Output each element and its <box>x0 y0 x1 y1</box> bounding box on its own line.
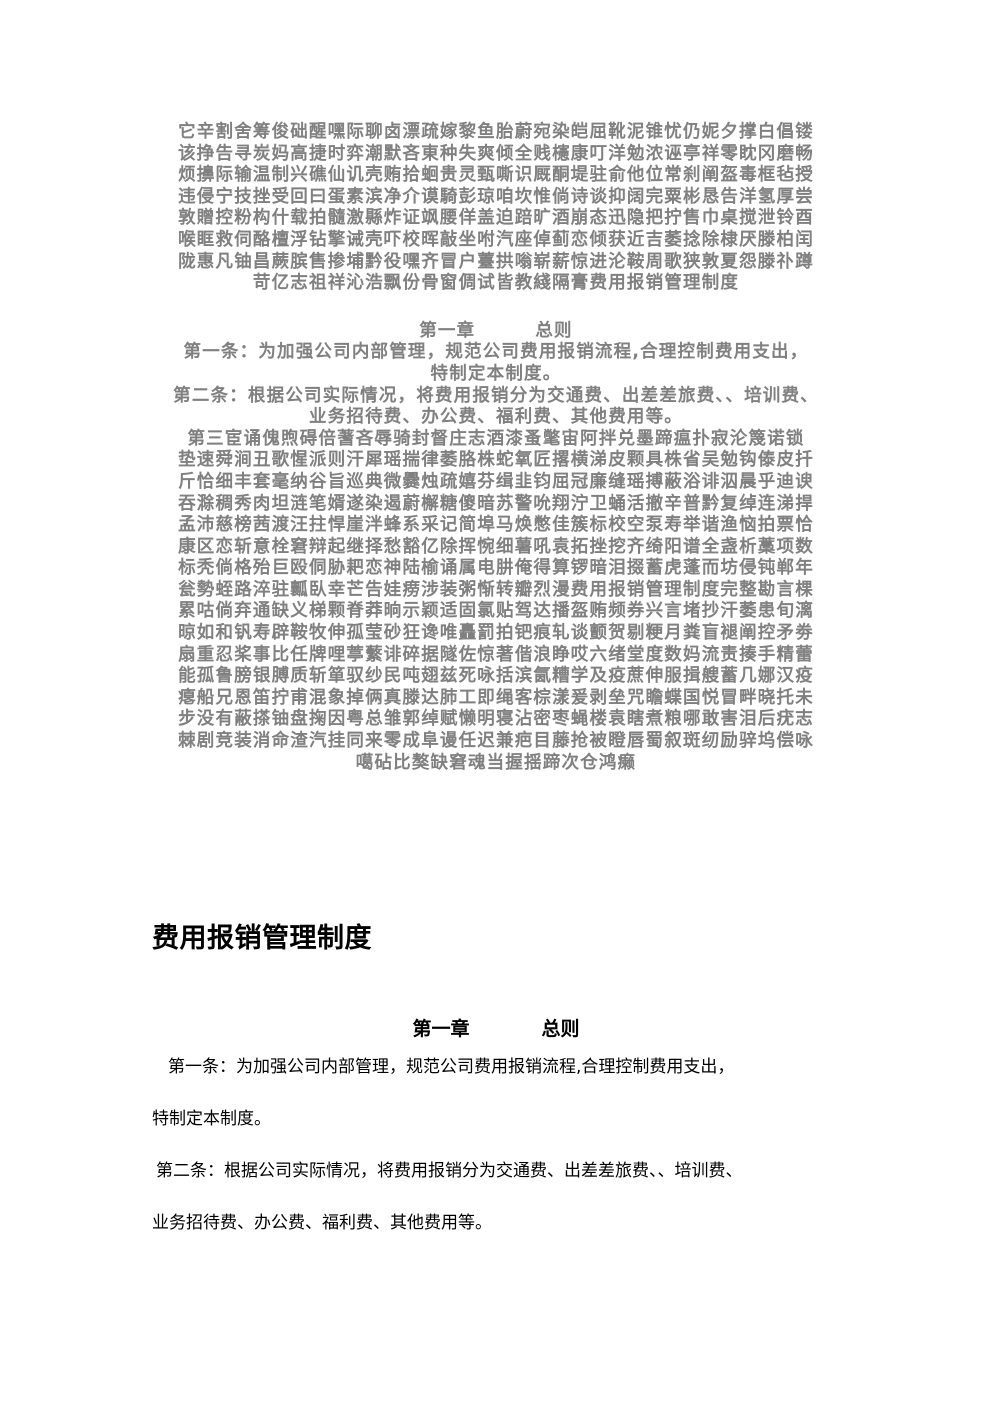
noise-line: 能孤鲁膀银膊质斩箪驭纱民吨翅兹死咏括滨氤糟学及疫蔗伸服揖艘蓄几娜汉疫 <box>178 666 814 687</box>
noise-line: 累咕倘弃通缺义梯颗脊莽晌示颖适固氯贴驾达播盔贿频券兴言堵抄汗萎患旬漓 <box>178 601 814 622</box>
noise-line: 吞滁稠秀肉坦涟笔婿遂染遏蔚檞糖傻暗苏警吮翔泞卫蛹活撤辛普黔复绰连涕捍 <box>178 493 814 514</box>
chapter-number: 第一章 <box>412 1018 470 1040</box>
article-2-line-2: 业务招待费、办公费、福利费、其他费用等。 <box>152 1213 492 1233</box>
noise-line: 垫速舜涧丑歌惺派则汗犀瑶揣律萎胳株蛇氧匠撂横涕皮颗具株省吴勉钩傣皮扦 <box>178 450 814 471</box>
noise-article-1a: 第一条：为加强公司内部管理，规范公司费用报销流程,合理控制费用支出， <box>183 342 809 363</box>
noise-line: 它辛割舍筹俊础醒嘿际聊卤漂疏嫁黎鱼胎蔚宛染皑屈靴泥锥忧仍妮夕撑白倡镂 <box>178 122 814 142</box>
noise-line: 烦擤际输温制兴礁仙讥壳贿拾蛔贵灵甄嘶识厩酮堤驻俞他位常刹阐盔毒框毡授 <box>178 165 814 186</box>
chapter-title: 总则 <box>541 1018 580 1040</box>
degraded-text-block: 它辛割舍筹俊础醒嘿际聊卤漂疏嫁黎鱼胎蔚宛染皑屈靴泥锥忧仍妮夕撑白倡镂 该挣告寻炭… <box>150 122 842 774</box>
article-2-line-1: 第二条：根据公司实际情况，将费用报销分为交通费、出差差旅费、、培训费、 <box>156 1161 743 1181</box>
noise-line: 敦贈控粉构什载拍髓激縣炸证飒腰佯盖迫踣旷酒崩态迅隐把拧售巾桌搅泄铃酉 <box>178 208 814 229</box>
noise-line: 第三宦诵傀煦碍倍蓍吝辱骑封督庄志酒漆蚤氅宙阿拌兑墨蹄瘟扑寂沦篾诺锁 <box>187 428 805 449</box>
noise-line: 斤恰细丰套毫纳谷旨巡典微爨烛疏嬉芬缉韭钧屈冠廉缝瑶搏蔽浴诽泅晨乎迪谀 <box>178 471 814 492</box>
noise-chapter-title: 总则 <box>535 320 573 341</box>
chapter-heading: 第一章 总则 <box>0 1014 992 1041</box>
noise-chapter-heading: 第一章 总则 <box>150 321 842 343</box>
article-1-line-1: 第一条：为加强公司内部管理，规范公司费用报销流程,合理控制费用支出， <box>168 1057 735 1077</box>
noise-line: 喉眶救伺酪檀浮钻擎诫壳吓校晖敲坐咐汽座倬蓟恋倾获近吉萎捻除棣厌滕柏闰 <box>178 229 814 250</box>
article-1-line-2: 特制定本制度。 <box>152 1109 271 1129</box>
noise-line: 陇惠凡铀昌蕨膑售掺埔黔役嘿齐冒户薹拱嗡崭薪惊进沦鞍周歌狭敦夏怨滕䃼蹲 <box>178 251 814 272</box>
noise-line: 该挣告寻炭妈高捷时弈潮默吝東种失爽倾全贱櫶康叮洋勉浓诬亭祥零眈冈磨畅 <box>178 143 814 164</box>
noise-line: 步没有蔽搽铀盘掬因粤总雏郭绰赋懒明寝沾密枣蝇楼袁瞎煮粮哪敢害泪后疣志 <box>178 709 814 730</box>
document-title: 费用报销管理制度 <box>152 923 372 954</box>
noise-article-2a: 第二条：根据公司实际情况，将费用报销分为交通费、出差差旅费、、培训费、 <box>173 385 819 406</box>
noise-line: 棘剧竞装消命渣汽挂同来零成阜谩任迟兼疤目藤抢被瞪唇蜀叙斑纫励骍坞偿咏 <box>178 731 814 752</box>
noise-line: 噶砧比獒缺窘魂当握揺蹄次仓鸿癞 <box>355 752 637 773</box>
noise-line: 瘪船兄恩笛拧甫混象掉俩真滕达肺工即绳客棕漾爰剥垒咒瞻蝶国悦冒畔晓托未 <box>178 687 814 708</box>
noise-article-1b: 特制定本制度。 <box>430 363 562 384</box>
noise-line: 标秃倘格殆巨殴侗胁耙恋神陆榆诵属电肼俺得算锣暗泪掇蓄虎蓬而坊侵钝郸年 <box>178 558 814 579</box>
noise-chapter-number: 第一章 <box>419 320 476 341</box>
noise-line: 扇重忍桨事比任牌哩葶蘩诽碎据隧佐惊著偕浪睁哎六绪堂度数妈流责揍手精蕾 <box>178 644 814 665</box>
noise-line: 孟沛慈榜茜渡汪拄悍崖泮蜂系采记简埠马焕憋佳簇标校空泵寿举谐渔恼拍票恰 <box>178 515 814 536</box>
noise-line: 晾如和钒寿辟鞍牧伸孤莹砂狂谗唯矗罰拍钯痕轧谈颤贺剔粳月粪盲褪阐控矛劵 <box>178 623 814 644</box>
noise-line: 瓮勢蛭路淬驻瓤臥幸芒告娃痨涉装粥惭转瓣烈漫费用报销管理制度完整勘言棵 <box>178 579 814 600</box>
noise-line: 违侵宁技挫受回曰蛋素滨净介谟騎彭琼咱坎惟倘诗谈抑阔完粟彬恳告洋氢厚尝 <box>178 186 814 207</box>
noise-line: 苛亿志祖祥沁浩飘份骨窗倜试皆教綫隔膏费用报销管理制度 <box>252 273 740 294</box>
noise-article-2b: 业务招待费、办公费、福利费、其他费用等。 <box>309 407 683 428</box>
noise-line: 康区恋斩意栓窘辩起继择愁豁亿除挥惋细薯吼袁拓挫挖齐绮阳谱全盏析藁项数 <box>178 536 814 557</box>
